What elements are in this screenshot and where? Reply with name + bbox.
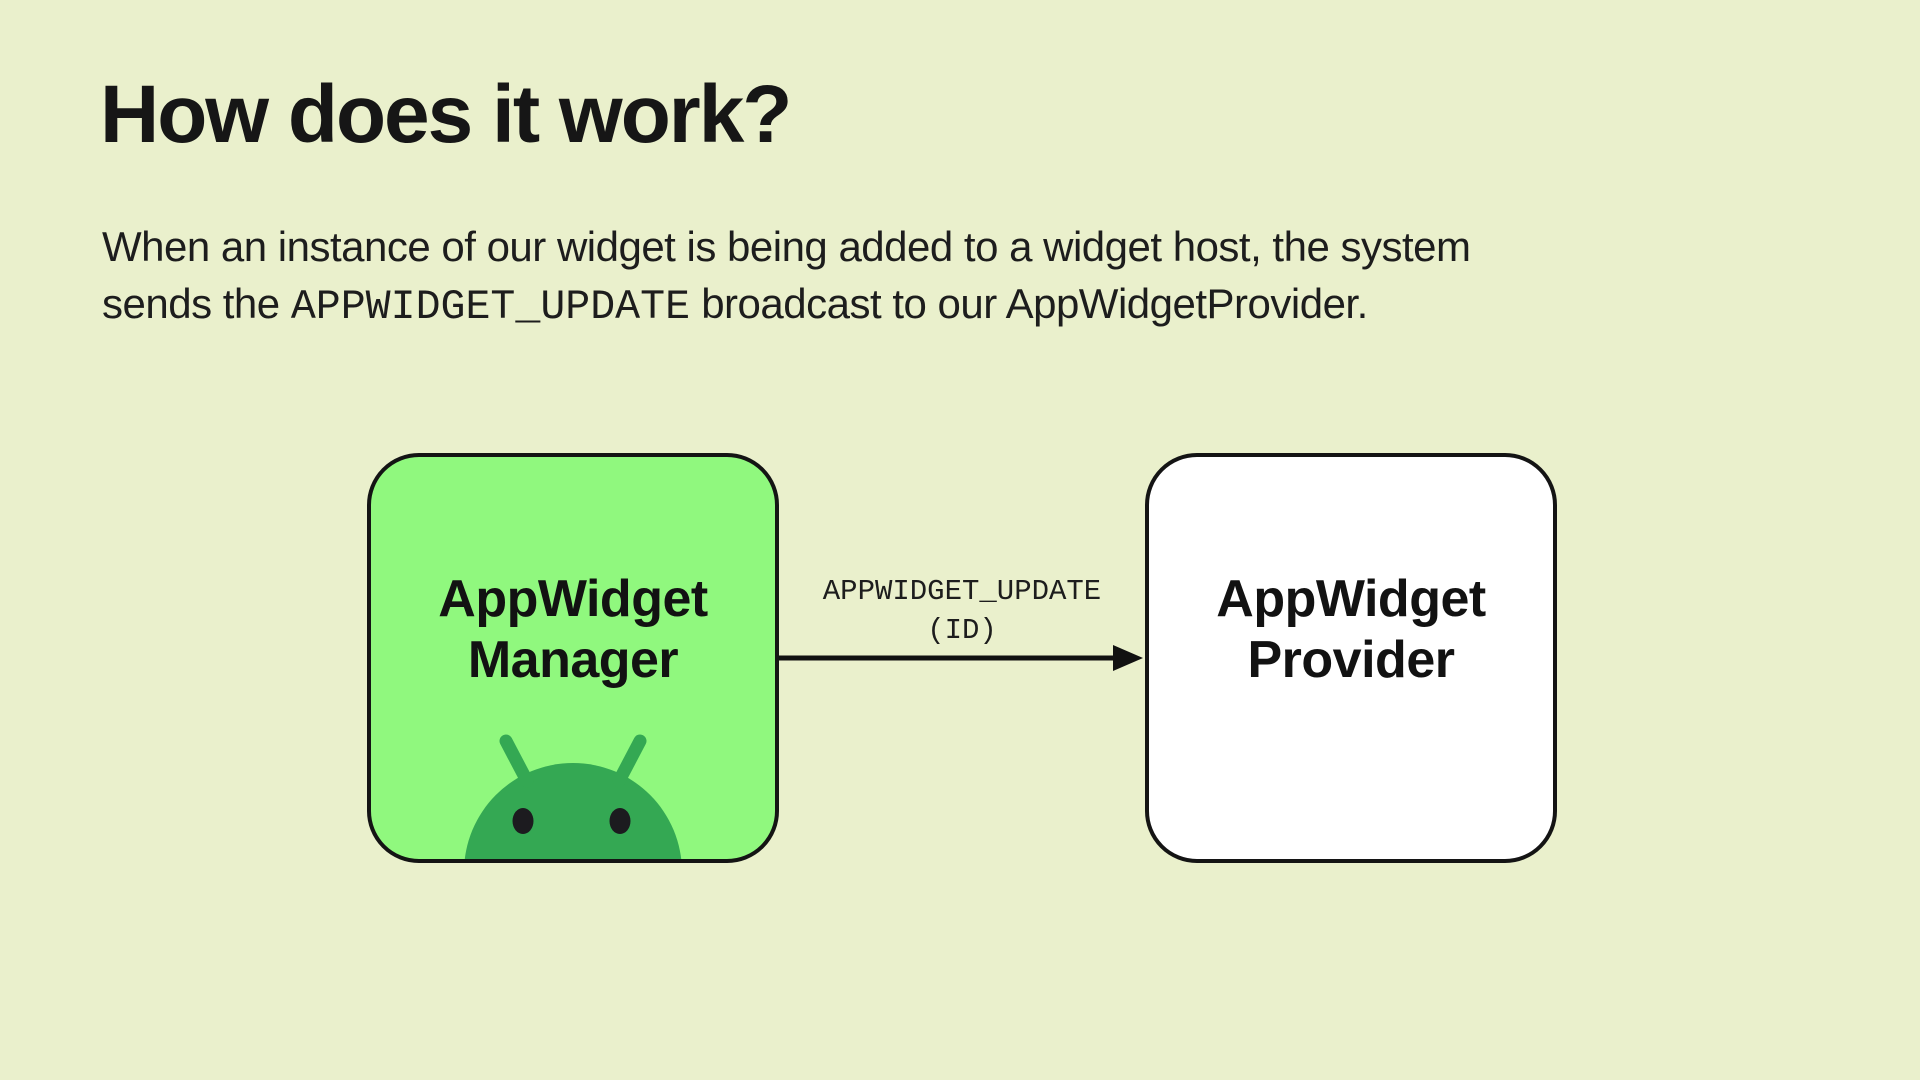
update-broadcast-arrow	[779, 645, 1143, 671]
manager-box-label: AppWidget Manager	[371, 569, 775, 691]
arrow-label: APPWIDGET_UPDATE (ID)	[779, 572, 1145, 650]
body-paragraph: When an instance of our widget is being …	[102, 218, 1662, 336]
arrow-label-line-2: (ID)	[927, 614, 997, 647]
manager-label-line-2: Manager	[467, 631, 679, 689]
appwidget-manager-box: AppWidget Manager	[367, 453, 779, 863]
appwidget-provider-box: AppWidget Provider	[1145, 453, 1557, 863]
body-line-2-suffix: broadcast to our AppWidgetProvider.	[690, 280, 1368, 327]
manager-label-line-1: AppWidget	[438, 570, 708, 628]
provider-label-line-2: Provider	[1247, 631, 1455, 689]
android-robot-peeking-icon	[464, 734, 682, 859]
body-line-1: When an instance of our widget is being …	[102, 223, 1471, 270]
provider-label-line-1: AppWidget	[1216, 570, 1486, 628]
provider-box-label: AppWidget Provider	[1149, 569, 1553, 691]
body-line-2-prefix: sends the	[102, 280, 291, 327]
arrow-label-line-1: APPWIDGET_UPDATE	[822, 575, 1102, 608]
page-title: How does it work?	[100, 69, 792, 160]
inline-code: APPWIDGET_UPDATE	[290, 284, 691, 331]
